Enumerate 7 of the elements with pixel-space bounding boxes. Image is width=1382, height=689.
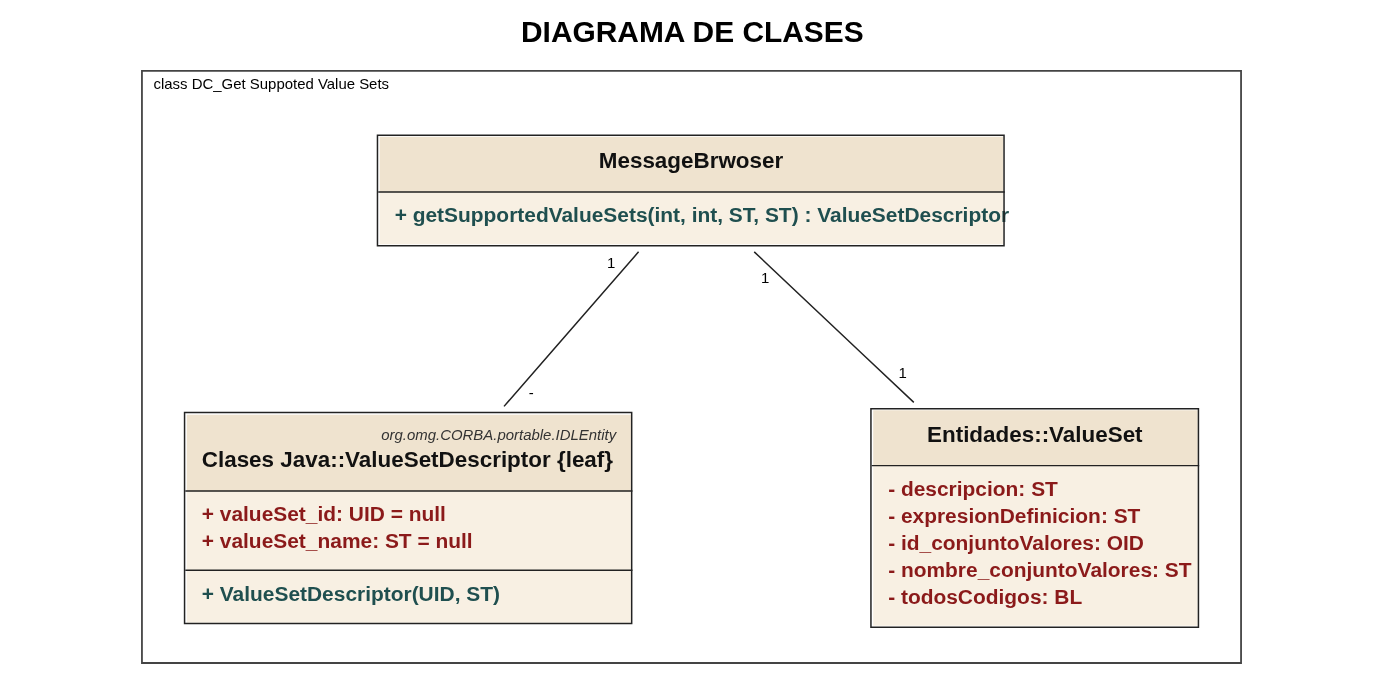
connector (502, 251, 639, 408)
label: - (528, 383, 534, 401)
diagram-title: DIAGRAMA DE CLASES (520, 15, 864, 49)
label: 1 (606, 253, 615, 271)
connector (753, 251, 915, 404)
label: 1 (760, 269, 769, 287)
label: 1 (898, 364, 907, 382)
